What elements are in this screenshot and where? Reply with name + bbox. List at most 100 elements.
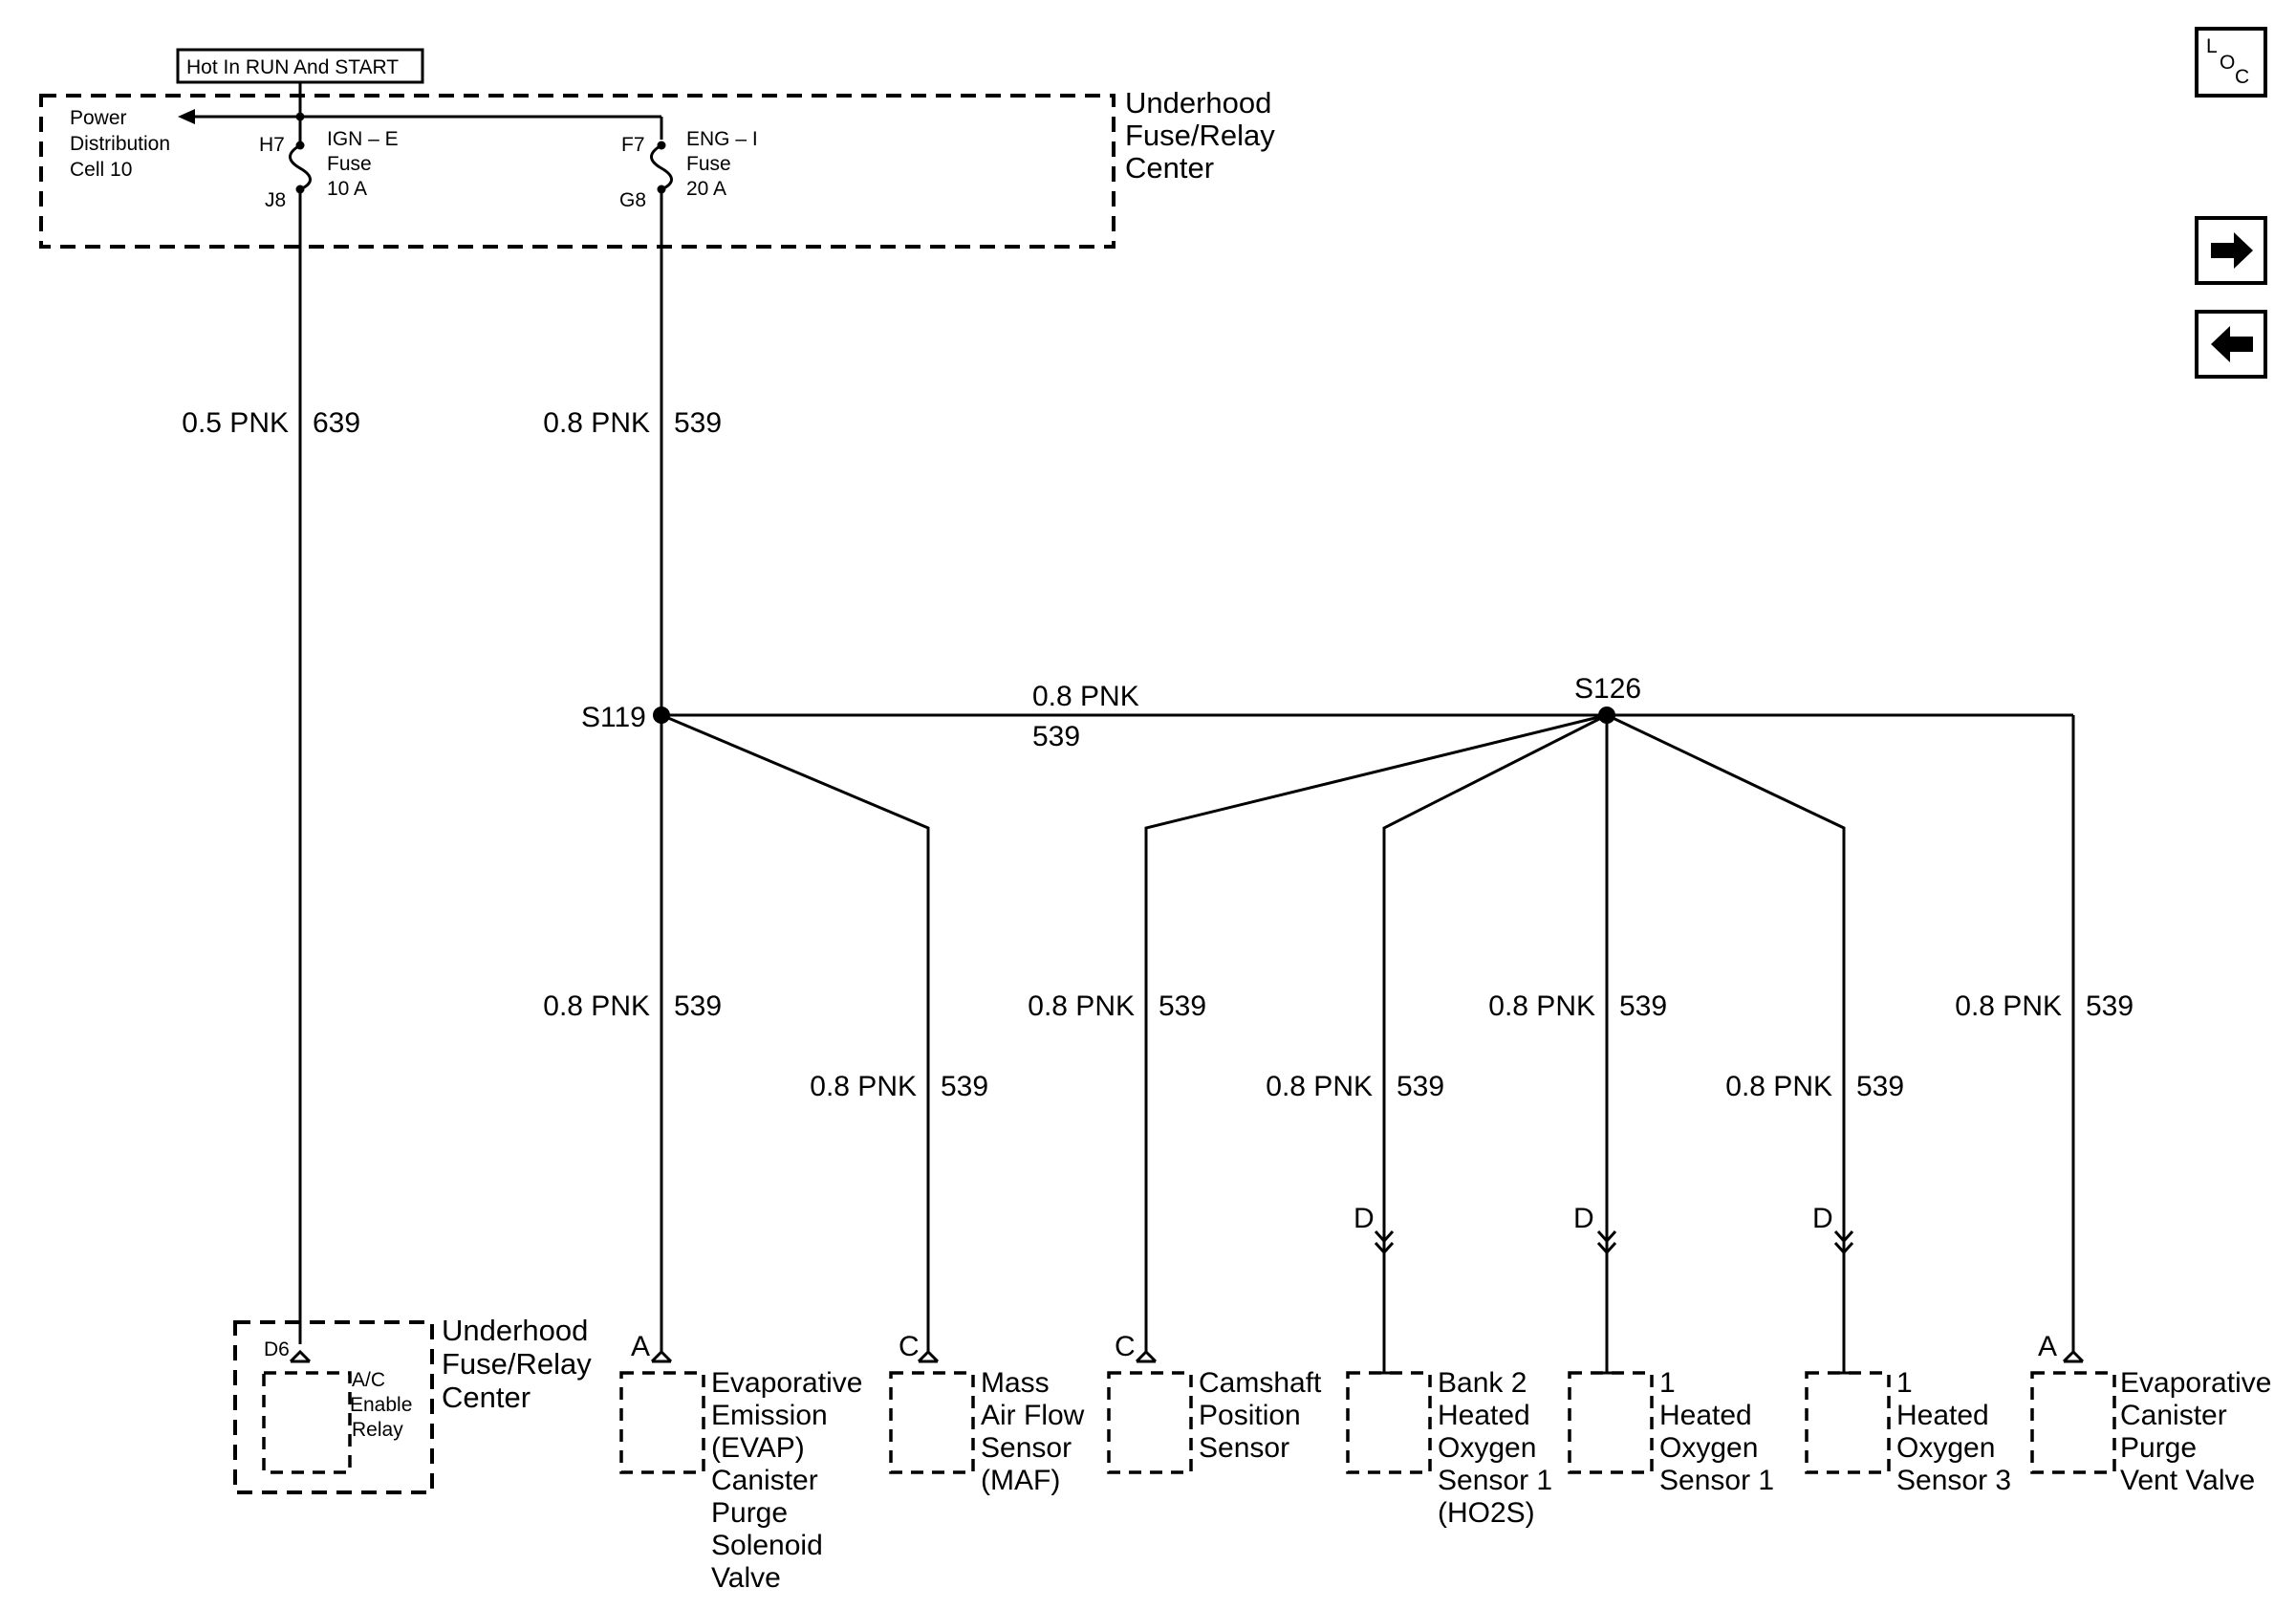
component-label: Vent Valve	[2120, 1465, 2255, 1496]
eng-i-fuse: F7 G8 ENG – I Fuse 20 A	[619, 128, 758, 211]
component-label: Evaporative	[2120, 1367, 2271, 1399]
component-camshaft-sensor: C Camshaft Position Sensor	[1107, 1331, 1322, 1474]
inline-connector-d-1: D	[1354, 1203, 1395, 1255]
fuse-bottom-pin: G8	[619, 189, 646, 211]
component-pin: A	[2038, 1331, 2057, 1362]
component-label: Mass	[981, 1367, 1050, 1399]
component-label: (EVAP)	[711, 1432, 805, 1464]
arrow-right-icon	[2211, 232, 2253, 269]
hot-label-box	[176, 48, 424, 84]
wire-gauge: 0.8 PNK	[543, 407, 650, 439]
power-distribution-bus: Power Distribution Cell 10	[70, 107, 663, 181]
fuse-block-label-1: Underhood	[1125, 86, 1271, 120]
component-outline	[889, 1371, 975, 1474]
inline-connector-pin: D	[1812, 1203, 1833, 1234]
component-label: Position	[1199, 1400, 1301, 1431]
component-label: Solenoid	[711, 1530, 823, 1561]
splice-s126: S126	[1574, 673, 1641, 724]
loc-button[interactable]: L O C	[2195, 27, 2267, 98]
relay-name-1: A/C	[352, 1369, 385, 1391]
component-label: Purge	[711, 1497, 788, 1529]
component-label: Purge	[2120, 1432, 2197, 1464]
fuse-rating: 20 A	[686, 178, 726, 200]
component-label: Sensor 1	[1438, 1465, 1552, 1496]
inline-connector-pin: D	[1573, 1203, 1594, 1234]
component-label: Sensor	[981, 1432, 1072, 1464]
underhood-fuse-relay-center-bottom: D6 A/C Enable Relay Underhood Fuse/Relay…	[233, 1314, 592, 1494]
component-label: Air Flow	[981, 1400, 1085, 1431]
wire-circuit: 539	[941, 1071, 988, 1102]
wire-circuit: 539	[1032, 721, 1080, 752]
fuse-block-outline	[39, 94, 1116, 249]
loc-letter-c: C	[2235, 66, 2249, 88]
next-page-button[interactable]	[2195, 216, 2267, 285]
loc-button-frame[interactable]	[2195, 27, 2267, 98]
component-label: Canister	[2120, 1400, 2227, 1431]
fuse-top-pin: F7	[621, 134, 645, 156]
fuse-type: Fuse	[686, 153, 731, 175]
component-label: Sensor 1	[1659, 1465, 1774, 1496]
relay-outline	[262, 1371, 352, 1474]
relay-name-3: Relay	[352, 1419, 403, 1441]
wire-gauge: 0.8 PNK	[1955, 990, 2062, 1022]
wire-639: 0.5 PNK 639	[182, 189, 360, 1344]
relay-block-outline	[233, 1320, 434, 1494]
branch-bank2-ho2s: 0.8 PNK 539	[1266, 713, 1608, 1373]
component-outline	[1346, 1371, 1432, 1474]
component-outline	[1107, 1371, 1193, 1474]
component-label: Oxygen	[1438, 1432, 1536, 1464]
arrow-left-icon	[178, 109, 195, 124]
fuse-name: ENG – I	[686, 128, 758, 150]
wire-gauge: 0.8 PNK	[1725, 1071, 1832, 1102]
component-label: 1	[1659, 1367, 1676, 1399]
wire-circuit: 539	[1619, 990, 1667, 1022]
fuse-block-label-2: Fuse/Relay	[1125, 119, 1275, 152]
wire-circuit: 639	[313, 407, 360, 439]
splice-s119: S119	[581, 702, 670, 733]
wire-gauge: 0.8 PNK	[1266, 1071, 1373, 1102]
relay-name-2: Enable	[350, 1394, 412, 1416]
relay-block-label-2: Fuse/Relay	[442, 1347, 592, 1381]
component-outline	[2030, 1371, 2116, 1474]
inline-connector-d-2: D	[1573, 1203, 1617, 1255]
fuse-type: Fuse	[327, 153, 372, 175]
component-label: Canister	[711, 1465, 818, 1496]
branch-ho2s-3: 0.8 PNK 539	[1606, 713, 1904, 1373]
wire-circuit: 539	[674, 990, 722, 1022]
fuse-icon	[650, 143, 673, 191]
hot-label-text: Hot In RUN And START	[186, 56, 399, 78]
component-label: (MAF)	[981, 1465, 1060, 1496]
component-evap-vent-valve: A Evaporative Canister Purge Vent Valve	[2030, 1331, 2271, 1496]
branch-ho2s-1: 0.8 PNK 539	[1488, 715, 1667, 1373]
component-pin: A	[631, 1331, 650, 1362]
power-dist-label-1: Power	[70, 107, 127, 129]
wire-539-horizontal: 0.8 PNK 539	[661, 681, 2075, 1354]
inline-connector-pin: D	[1354, 1203, 1375, 1234]
branch-maf-sensor: 0.8 PNK 539	[661, 713, 988, 1354]
component-label: Emission	[711, 1400, 828, 1431]
wire-539-main: 0.8 PNK 539	[543, 189, 722, 715]
fuse-name: IGN – E	[327, 128, 399, 150]
relay-block-label-3: Center	[442, 1381, 531, 1414]
component-outline	[619, 1371, 705, 1474]
wire-circuit: 539	[1159, 990, 1206, 1022]
component-pin: C	[1115, 1331, 1136, 1362]
wire-circuit: 539	[674, 407, 722, 439]
branch-evap-purge-solenoid: 0.8 PNK 539	[543, 715, 722, 1354]
component-outline	[1805, 1371, 1891, 1474]
component-label: Heated	[1659, 1400, 1752, 1431]
hot-in-run-start-label: Hot In RUN And START	[176, 48, 424, 84]
power-dist-label-2: Distribution	[70, 133, 170, 155]
loc-letter-l: L	[2206, 35, 2218, 57]
fuse-top-pin: H7	[259, 134, 285, 156]
ign-e-fuse: H7 J8 IGN – E Fuse 10 A	[259, 117, 399, 211]
wire-circuit: 539	[2086, 990, 2134, 1022]
component-label: Valve	[711, 1562, 781, 1594]
prev-page-button[interactable]	[2195, 310, 2267, 379]
component-pin: C	[899, 1331, 920, 1362]
wire-gauge: 0.8 PNK	[543, 990, 650, 1022]
fuse-bottom-pin: J8	[265, 189, 286, 211]
power-dist-label-3: Cell 10	[70, 159, 132, 181]
branch-camshaft-sensor: 0.8 PNK 539	[1028, 713, 1608, 1354]
